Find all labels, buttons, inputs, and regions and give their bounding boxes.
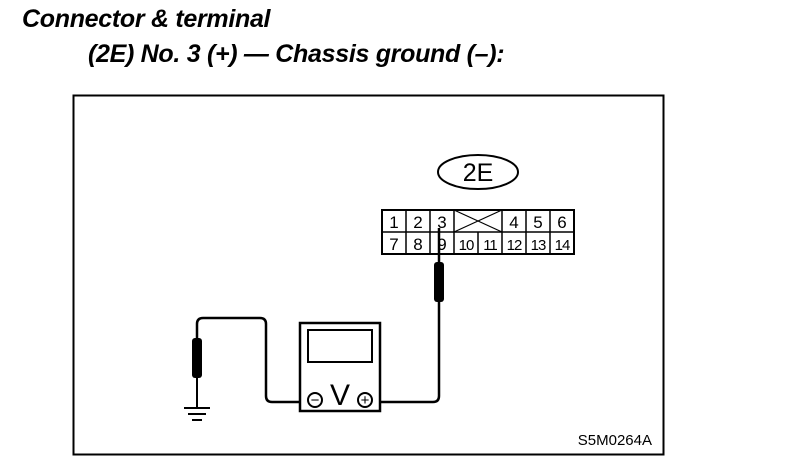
terminal-11: 11	[483, 237, 497, 254]
terminal-2: 2	[413, 213, 422, 232]
figure-code: S5M0264A	[578, 432, 652, 449]
terminal-14: 14	[555, 237, 570, 254]
test-probe-icon	[192, 338, 202, 378]
heading-line-2: (2E) No. 3 (+) — Chassis ground (–):	[88, 40, 505, 68]
connector-label-oval	[437, 154, 519, 190]
positive-terminal-symbol: +	[361, 392, 370, 409]
terminal-5: 5	[533, 213, 542, 232]
negative-terminal-symbol: −	[311, 392, 320, 409]
diagram-frame	[72, 94, 665, 456]
blank-cavity-icon	[453, 209, 503, 233]
voltmeter-icon: V − +	[298, 321, 382, 413]
negative-lead-wire	[195, 316, 306, 404]
terminal-13: 13	[531, 237, 546, 254]
positive-terminal	[357, 392, 373, 408]
heading-line-1: Connector & terminal	[22, 5, 271, 33]
positive-probe	[372, 228, 444, 404]
voltmeter-symbol: V	[330, 379, 350, 412]
terminal-4: 4	[509, 213, 518, 232]
terminal-1: 1	[389, 213, 398, 232]
ground-probe	[184, 316, 306, 421]
voltmeter-display	[307, 329, 373, 363]
terminal-12: 12	[507, 237, 522, 254]
ground-symbol-icon	[184, 407, 210, 421]
terminal-6: 6	[557, 213, 566, 232]
connector-label-text: 2E	[463, 159, 494, 187]
terminal-3: 3	[437, 213, 446, 232]
connector-2e: 1 2 3 4 5 6 7 8 9 10 11 12 13 14	[381, 209, 575, 255]
negative-terminal	[307, 392, 323, 408]
terminal-10: 10	[459, 237, 474, 254]
test-probe-icon	[434, 262, 444, 302]
terminal-9: 9	[437, 235, 446, 254]
terminal-7: 7	[389, 235, 398, 254]
connector-label: 2E	[437, 154, 519, 190]
terminal-8: 8	[413, 235, 422, 254]
positive-lead-wire	[372, 302, 441, 404]
